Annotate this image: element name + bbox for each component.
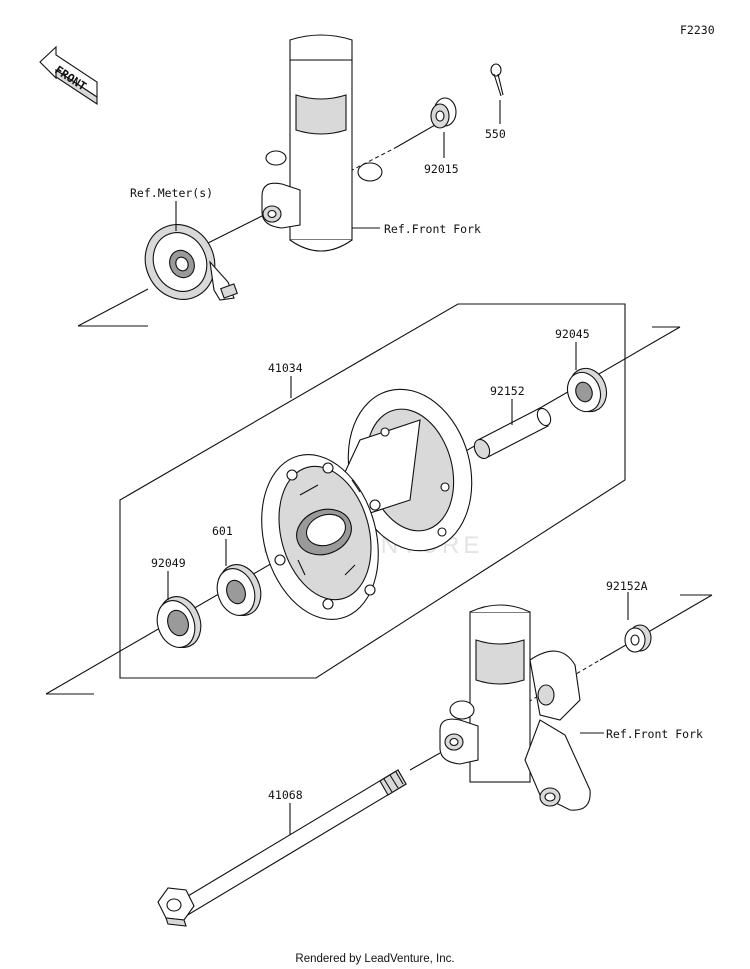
axle-41068 — [157, 769, 407, 927]
callout-ref-front-fork-lower: Ref.Front Fork — [606, 727, 703, 741]
speedometer-gear — [144, 224, 238, 301]
callout-601: 601 — [212, 524, 233, 538]
callout-ref-meter: Ref.Meter(s) — [130, 186, 213, 200]
callout-41068: 41068 — [268, 788, 303, 802]
diagram-id: F2230 — [680, 23, 715, 37]
footer-credit: Rendered by LeadVenture, Inc. — [295, 953, 454, 965]
collar-92152A — [624, 624, 652, 653]
bearing-601 — [216, 564, 262, 616]
callout-550: 550 — [485, 127, 506, 141]
front-fork-lower — [439, 604, 591, 811]
callout-41034: 41034 — [268, 361, 303, 375]
front-arrow-icon: FRONT — [39, 45, 98, 106]
front-fork-upper — [261, 34, 383, 252]
wheel-hub-41034 — [261, 388, 473, 620]
spacer-92152 — [473, 407, 552, 460]
part-550-cotter-pin — [490, 63, 504, 97]
bearing-92045 — [566, 367, 608, 413]
callout-ref-front-fork-upper: Ref.Front Fork — [384, 222, 481, 236]
callout-92045: 92045 — [555, 327, 590, 341]
callout-92152A: 92152A — [606, 579, 648, 593]
callout-92015: 92015 — [424, 162, 459, 176]
oil-seal-92049 — [156, 596, 202, 648]
callout-92049: 92049 — [151, 556, 186, 570]
part-92015-nut — [430, 97, 457, 129]
callout-92152: 92152 — [490, 384, 525, 398]
